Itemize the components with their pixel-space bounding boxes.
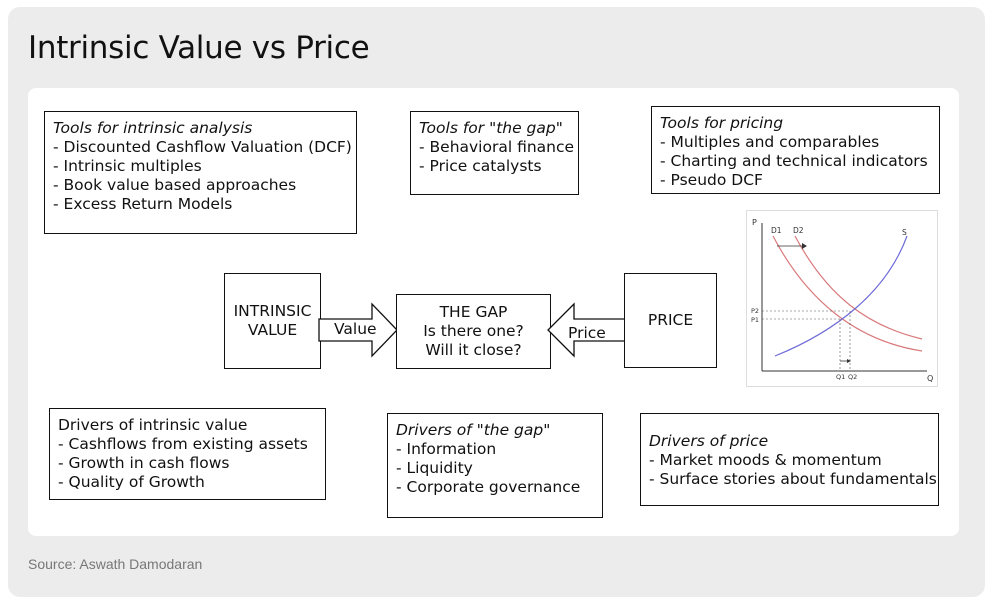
y-axis-label: P bbox=[752, 218, 757, 227]
q1-label: Q1 bbox=[836, 373, 845, 381]
list-item: - Multiples and comparables bbox=[660, 133, 880, 151]
list-item: - Growth in cash flows bbox=[58, 454, 230, 472]
tools-pricing-heading: Tools for pricing bbox=[660, 114, 784, 132]
price-arrow bbox=[547, 302, 627, 358]
value-arrow bbox=[318, 302, 398, 358]
intrinsic-value-box: INTRINSIC VALUE bbox=[224, 273, 321, 369]
demand-curve-d1 bbox=[772, 235, 923, 352]
tools-intrinsic-heading: Tools for intrinsic analysis bbox=[53, 119, 253, 137]
gap-line3: Will it close? bbox=[425, 341, 522, 359]
source-caption: Source: Aswath Damodaran bbox=[28, 556, 203, 572]
list-item: - Corporate governance bbox=[396, 478, 581, 496]
supply-demand-chart: P Q D1 D2 S P2 P1 Q1 Q2 bbox=[746, 210, 938, 387]
list-item: - Cashflows from existing assets bbox=[58, 435, 308, 453]
drivers-intrinsic-heading: Drivers of intrinsic value bbox=[58, 416, 248, 434]
drivers-gap-box: Drivers of "the gap" - Information - Liq… bbox=[387, 413, 603, 518]
q-shift-arrowhead bbox=[847, 359, 851, 363]
drivers-intrinsic-box: Drivers of intrinsic value - Cashflows f… bbox=[49, 408, 326, 500]
page-title: Intrinsic Value vs Price bbox=[28, 30, 370, 66]
list-item: - Charting and technical indicators bbox=[660, 152, 928, 170]
drivers-gap-heading: Drivers of "the gap" bbox=[396, 421, 551, 439]
demand-curve-d2 bbox=[794, 235, 923, 340]
gap-line1: THE GAP bbox=[439, 303, 508, 321]
q2-label: Q2 bbox=[848, 373, 857, 381]
d1-label: D1 bbox=[771, 226, 782, 235]
intrinsic-value-line2: VALUE bbox=[247, 321, 298, 339]
list-item: - Excess Return Models bbox=[53, 195, 233, 213]
list-item: - Discounted Cashflow Valuation (DCF) bbox=[53, 138, 352, 156]
list-item: - Intrinsic multiples bbox=[53, 157, 202, 175]
shift-arrowhead bbox=[802, 243, 807, 249]
gap-line2: Is there one? bbox=[423, 322, 524, 340]
list-item: - Behavioral finance bbox=[419, 138, 575, 156]
list-item: - Book value based approaches bbox=[53, 176, 297, 194]
gap-box: THE GAP Is there one? Will it close? bbox=[396, 294, 551, 369]
tools-gap-heading: Tools for "the gap" bbox=[419, 119, 563, 137]
intrinsic-value-line1: INTRINSIC bbox=[233, 302, 312, 320]
drivers-price-box: Drivers of price - Market moods & moment… bbox=[640, 413, 939, 506]
tools-intrinsic-box: Tools for intrinsic analysis - Discounte… bbox=[44, 111, 357, 234]
s-label: S bbox=[902, 228, 907, 237]
x-axis-label: Q bbox=[927, 374, 933, 383]
tools-gap-box: Tools for "the gap" - Behavioral finance… bbox=[410, 111, 579, 195]
p1-label: P1 bbox=[751, 316, 759, 324]
p2-label: P2 bbox=[751, 307, 759, 315]
drivers-price-heading: Drivers of price bbox=[649, 432, 769, 450]
value-arrow-label: Value bbox=[334, 320, 377, 338]
list-item: - Information bbox=[396, 440, 497, 458]
supply-curve bbox=[774, 235, 908, 357]
list-item: - Surface stories about fundamentals bbox=[649, 470, 937, 488]
list-item: - Market moods & momentum bbox=[649, 451, 882, 469]
d2-label: D2 bbox=[793, 226, 804, 235]
list-item: - Price catalysts bbox=[419, 157, 542, 175]
list-item: - Pseudo DCF bbox=[660, 171, 763, 189]
price-arrow-label: Price bbox=[568, 324, 606, 342]
list-item: - Quality of Growth bbox=[58, 473, 205, 491]
list-item: - Liquidity bbox=[396, 459, 473, 477]
tools-pricing-box: Tools for pricing - Multiples and compar… bbox=[651, 106, 940, 194]
price-label: PRICE bbox=[647, 311, 694, 329]
price-box: PRICE bbox=[624, 273, 717, 368]
